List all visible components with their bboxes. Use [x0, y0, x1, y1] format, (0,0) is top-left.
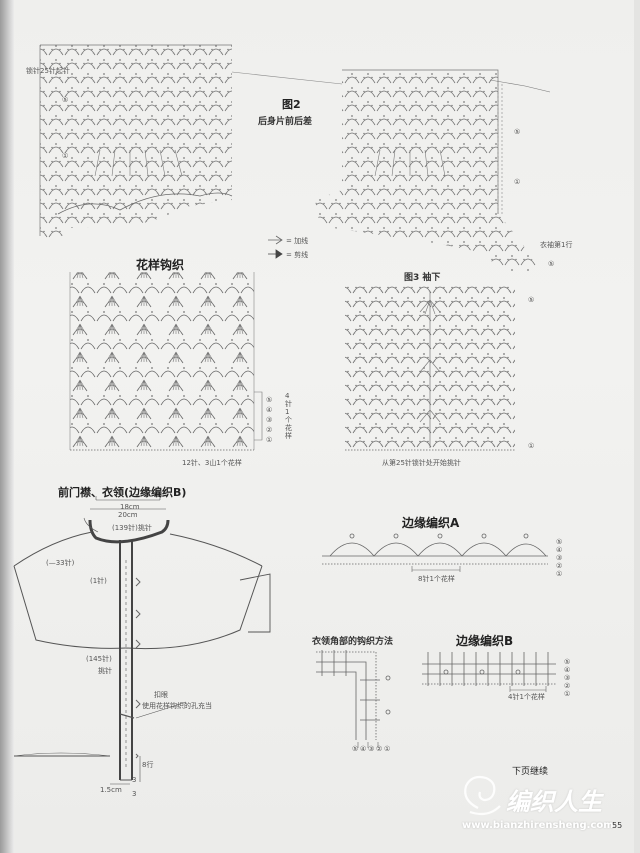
fig3-swatch	[345, 286, 515, 451]
edging-b-caption: 4针1个花样	[508, 693, 545, 701]
edging-a-row-4: ④	[556, 546, 563, 554]
fig2-left-note: 锁针25针起针	[26, 67, 70, 75]
fig2-left-panel	[39, 44, 233, 240]
front-minus-33: (—33针)	[46, 559, 75, 567]
fig3-row-1: ①	[528, 442, 535, 450]
fig2-legend-cut: = 剪线	[286, 251, 309, 259]
fig3-title: 图3 袖下	[404, 273, 441, 283]
edging-a-row-5: ⑤	[556, 538, 563, 546]
fig2-right-note: 衣袖第1行	[540, 241, 573, 249]
pattern-title: 花样钩织	[136, 258, 185, 272]
front-width-20cm: 20cm	[118, 511, 138, 519]
pattern-swatch	[69, 272, 263, 451]
front-height-3b: 3	[132, 790, 137, 798]
pattern-row-3: ③	[266, 416, 273, 424]
edging-b-row-3: ③	[564, 674, 571, 682]
edging-b-title: 边缘编织B	[456, 634, 514, 648]
edging-b-row-2: ②	[564, 682, 571, 690]
front-button-note: 使用花样钩织的孔充当	[142, 702, 212, 710]
corner-chart	[316, 650, 391, 748]
pattern-row-4: ④	[266, 406, 273, 414]
next-page-note: 下页继续	[512, 767, 549, 777]
watermark-brand: 编织人生	[506, 788, 602, 816]
front-title: 前门襟、衣领(边缘编织B)	[58, 486, 187, 499]
pattern-row-2: ②	[266, 426, 273, 434]
corner-row-3: ③	[368, 745, 375, 753]
edging-b-row-4: ④	[564, 666, 571, 674]
fig2-row-mark-left-5: ⑤	[62, 96, 69, 104]
pattern-row-1: ①	[266, 436, 273, 444]
front-pick-up: 挑针	[98, 667, 112, 675]
fig3-caption: 从第25针锁针处开始挑针	[382, 459, 461, 467]
fig2-row-mark-right-5b: ⑤	[548, 260, 555, 268]
edging-b-row-5: ⑤	[564, 658, 571, 666]
fig2-row-mark-left-1: ①	[62, 152, 69, 160]
fig2-subtitle: 后身片前后差	[258, 117, 313, 127]
pattern-side-note: 4针1个花样	[285, 392, 292, 440]
fig2-legend-symbols	[268, 235, 283, 259]
edging-a-row-1: ①	[556, 570, 563, 578]
front-height-8: 8行	[142, 761, 154, 769]
corner-row-1: ①	[384, 745, 391, 753]
front-one-stitch: (1针)	[90, 577, 107, 585]
front-button: 扣眼	[154, 691, 168, 699]
watermark-url: www.bianzhirensheng.com	[462, 820, 614, 831]
pattern-row-5: ⑤	[266, 396, 273, 404]
fig2-legend-increase: = 加线	[286, 237, 309, 245]
front-neck-stitches: (139针)挑针	[112, 524, 152, 532]
edging-a-chart	[322, 533, 548, 572]
corner-title: 衣领角部的钩织方法	[312, 637, 394, 647]
corner-row-2: ②	[376, 745, 383, 753]
corner-row-4: ④	[360, 745, 367, 753]
fig2-row-mark-right-1: ①	[514, 178, 521, 186]
edging-b-row-1: ①	[564, 690, 571, 698]
corner-row-5: ⑤	[352, 745, 359, 753]
front-width-18cm: 18cm	[120, 503, 140, 511]
front-height-3a: 3	[132, 776, 137, 784]
edging-a-title: 边缘编织A	[402, 516, 460, 530]
edging-a-row-3: ③	[556, 554, 563, 562]
fig2-right-panel	[231, 69, 551, 272]
front-bottom-cm: 1.5cm	[100, 786, 122, 794]
fig3-row-5: ⑤	[528, 296, 535, 304]
fig2-row-mark-right-5: ⑤	[514, 128, 521, 136]
fig2-title: 图2	[282, 98, 301, 111]
edging-a-caption: 8针1个花样	[418, 575, 455, 583]
front-schematic	[13, 496, 271, 785]
pattern-caption: 12针、3山1个花样	[182, 459, 242, 467]
watermark-logo-icon	[464, 775, 501, 816]
edging-b-chart	[422, 652, 556, 692]
front-145-stitches: (145针)	[86, 655, 112, 663]
page-number: 55	[612, 821, 623, 830]
edging-a-row-2: ②	[556, 562, 563, 570]
